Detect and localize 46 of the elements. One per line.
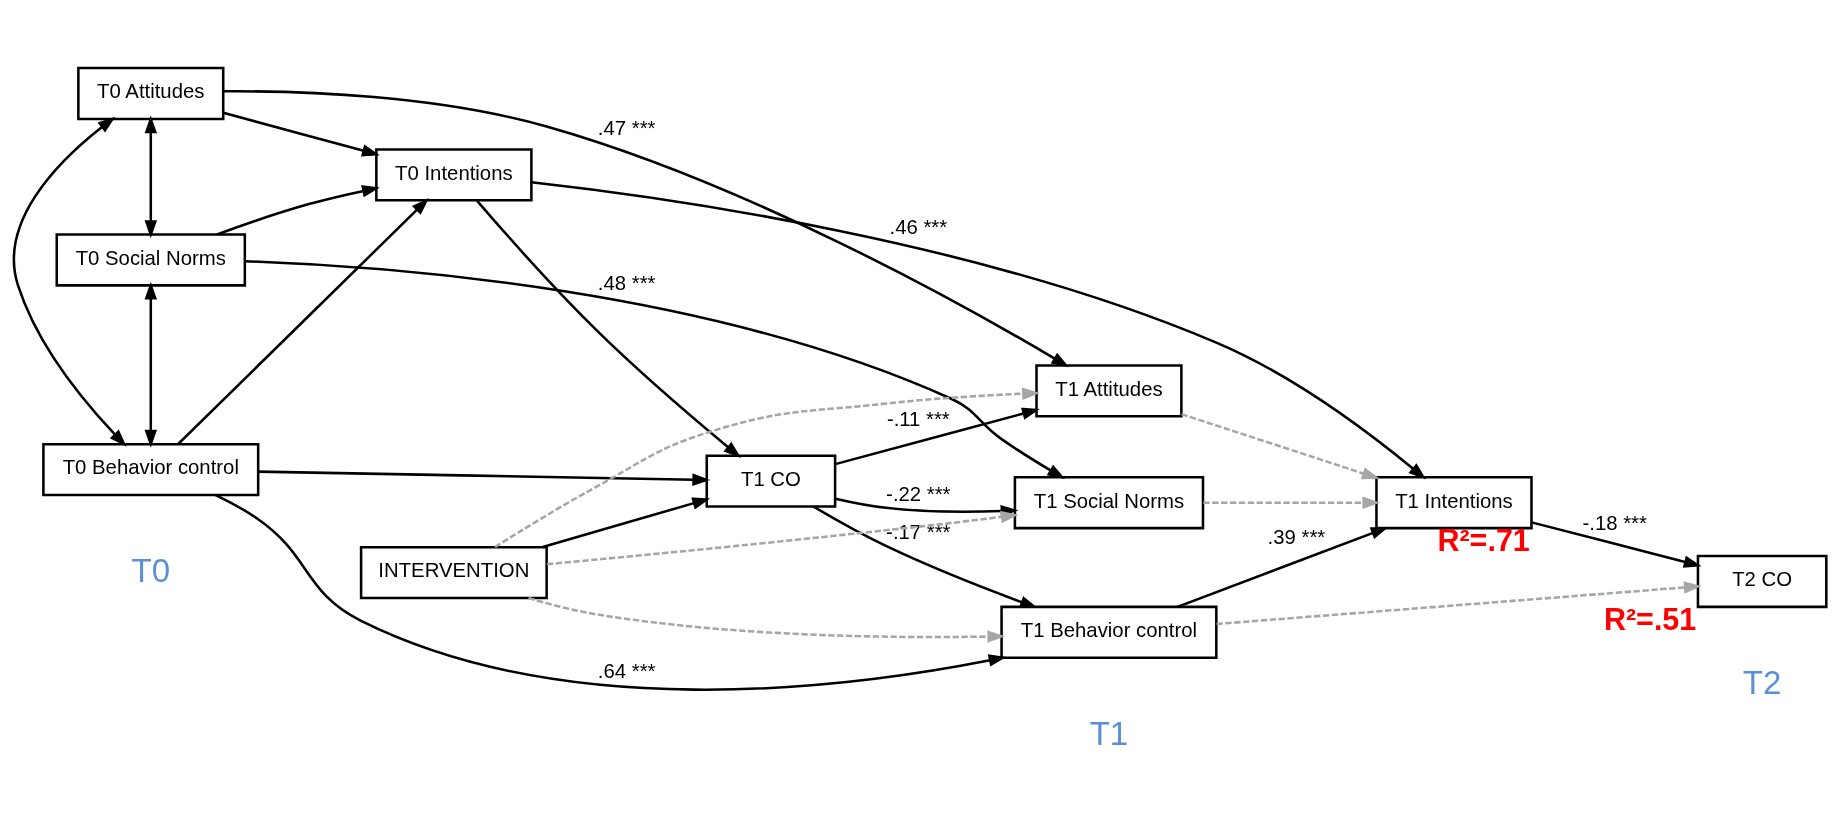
node-box: T0 Behavior control (42, 442, 260, 497)
edge-label: -.22 *** (886, 483, 951, 506)
node-label: R²=.51 (1603, 602, 1697, 637)
node-box: T0 Intentions (375, 148, 533, 202)
arrow (1203, 496, 1381, 509)
arrow (244, 260, 1066, 480)
edge-label: -.17 *** (886, 521, 951, 544)
node-box: T0 Social Norms (55, 233, 247, 287)
node-box: T1 Behavior control (1000, 605, 1218, 659)
edge-label: -.18 *** (1582, 512, 1647, 535)
arrow (177, 197, 430, 445)
node-box: T1 Attitudes (1035, 364, 1183, 418)
arrow (144, 281, 157, 448)
edge-label: .64 *** (597, 659, 656, 682)
label: T0 (131, 551, 171, 589)
arrow (528, 596, 1006, 643)
edge-label: .39 *** (1267, 526, 1326, 549)
edge-label: -.11 *** (886, 408, 950, 431)
arrow (144, 115, 157, 239)
arrow (1216, 581, 1702, 626)
arrow (834, 407, 1040, 466)
label: T2 (1742, 663, 1782, 701)
node-box: T2 CO (1696, 554, 1828, 609)
label: T1 (1089, 714, 1129, 752)
edge-label: .46 *** (889, 216, 948, 239)
arrow (222, 111, 380, 157)
node-box: T1 Social Norms (1013, 476, 1205, 530)
node-box: T1 Intentions (1375, 476, 1533, 530)
arrow (1531, 521, 1702, 568)
arrow (215, 493, 1007, 691)
node-box: T1 CO (705, 454, 837, 508)
node-box: INTERVENTION (359, 545, 548, 600)
edge-label: .47 *** (597, 117, 656, 140)
arrow (12, 116, 127, 447)
edge-label: .48 *** (597, 272, 656, 295)
arrow (542, 497, 711, 549)
arrow (475, 199, 742, 459)
arrow (1181, 412, 1380, 480)
arrow (216, 185, 380, 236)
arrow (223, 90, 1070, 368)
arrow (1177, 526, 1389, 609)
arrow (494, 387, 1040, 549)
arrow (546, 510, 1019, 566)
node-box: T0 Attitudes (77, 66, 225, 121)
arrow (258, 470, 711, 486)
arrow (531, 181, 1427, 480)
